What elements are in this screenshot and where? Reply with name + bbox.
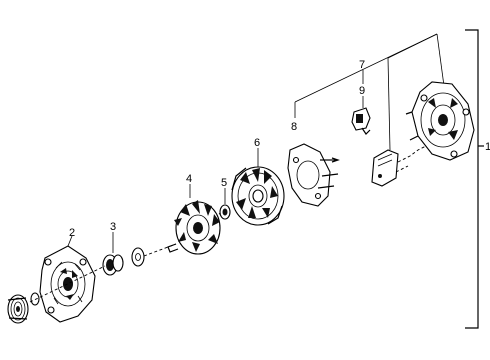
callout-2-label: 2 (69, 227, 75, 239)
callout-6-label: 6 (254, 137, 260, 149)
regulator-icon (371, 145, 427, 187)
callout-7-label: 7 (359, 59, 365, 71)
callout-5-label: 5 (221, 177, 227, 189)
rotor-icon (167, 200, 229, 255)
callout-8-label: 8 (291, 121, 297, 133)
rotor-bearing-icon (219, 204, 231, 220)
pulley-icon (7, 292, 40, 324)
brush-holder-icon (351, 107, 371, 135)
rear-housing-icon (405, 81, 475, 161)
callout-1-label: 1 (485, 141, 490, 153)
bearing-icon (102, 247, 145, 276)
assembly-bracket (465, 29, 484, 329)
stator-icon (231, 166, 285, 226)
leader-lines (294, 33, 445, 151)
front-frame-icon (39, 245, 96, 323)
rectifier-plate-icon (287, 143, 340, 207)
callout-3-label: 3 (110, 221, 116, 233)
callout-9-label: 9 (359, 85, 365, 97)
callout-4-label: 4 (186, 173, 192, 185)
